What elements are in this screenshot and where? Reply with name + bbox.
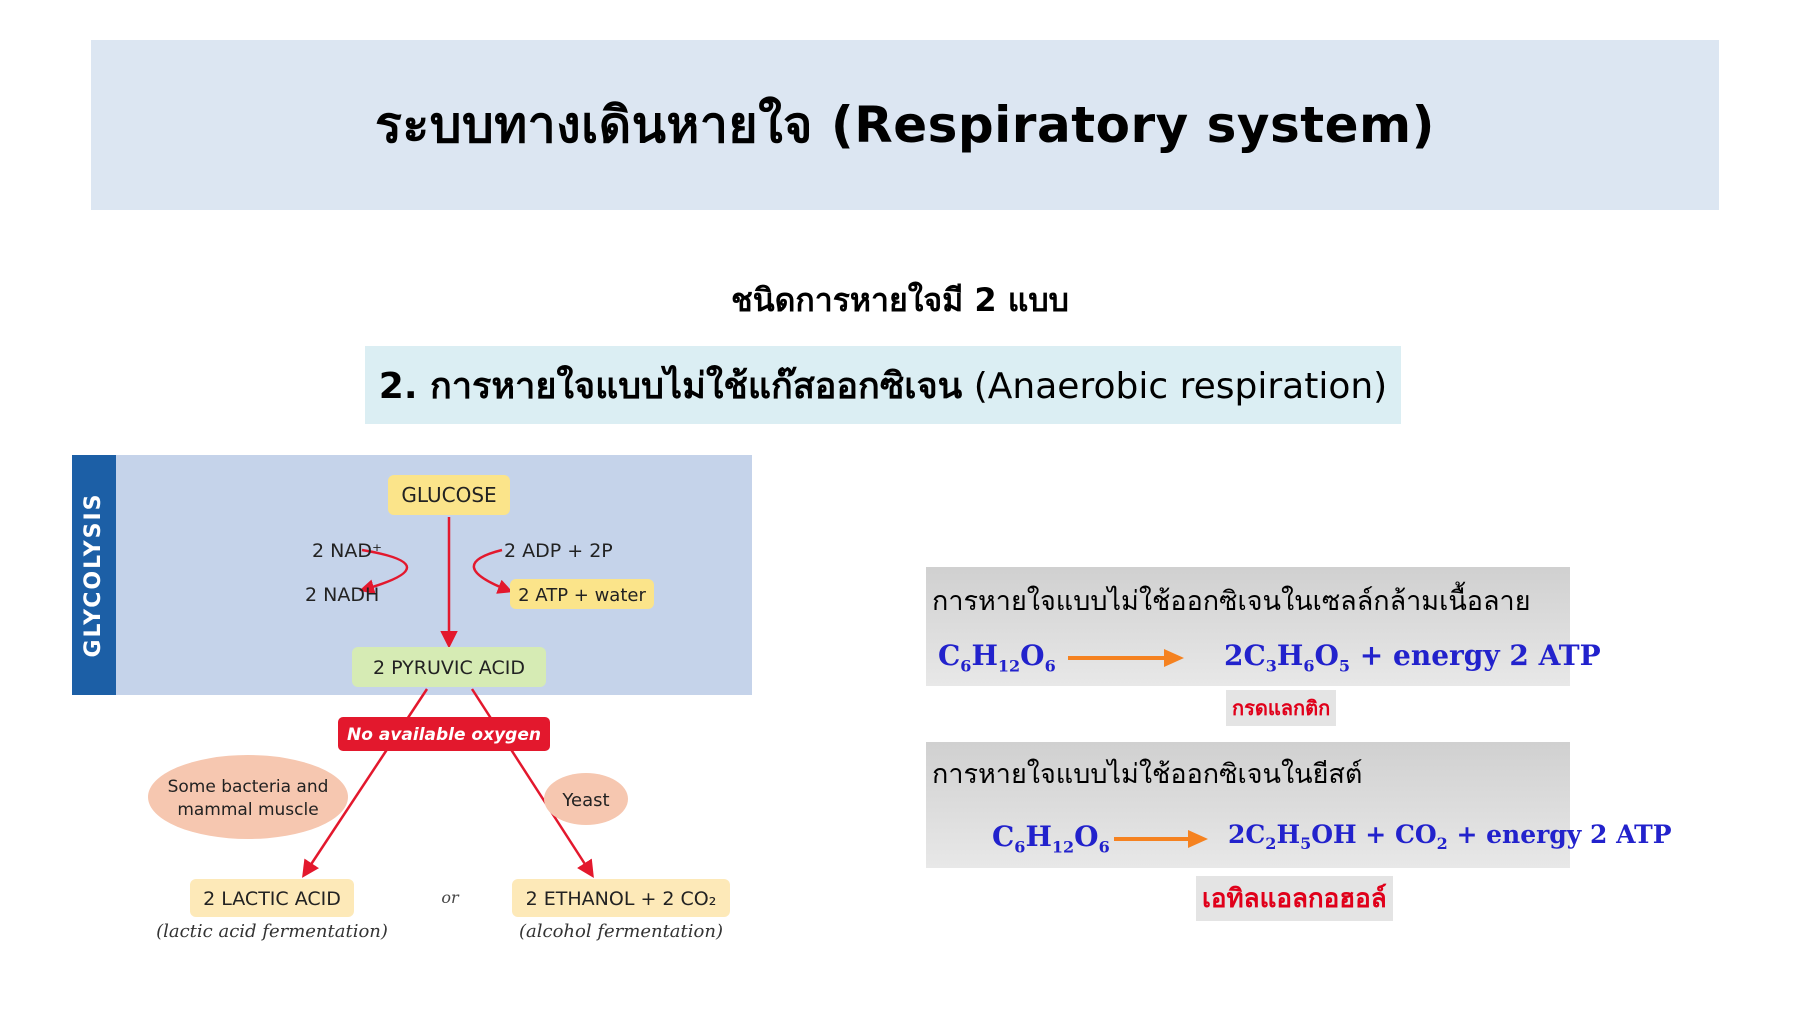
bacteria-label-line2: mammal muscle [177,800,318,820]
no-oxygen-label: No available oxygen [347,725,541,745]
ethanol-label-thai: เอทิลแอลกอฮอล์ [1196,876,1393,921]
lactic-box [190,879,354,917]
yeast-product: 2C2H5OH + CO2 + energy 2 ATP [1228,820,1672,853]
title-banner: ระบบทางเดินหายใจ (Respiratory system) [91,40,1719,210]
pyruvic-box [352,647,546,687]
glycolysis-diagram: GLYCOLYSIS GLUCOSE 2 NAD⁺ 2 NADH 2 ADP +… [72,455,752,942]
section-banner: 2. การหายใจแบบไม่ใช้แก๊สออกซิเจน (Anaero… [365,346,1401,424]
yeast-equation-heading: การหายใจแบบไม่ใช้ออกซิเจนในยีสต์ [932,759,1363,790]
muscle-reaction-arrow [1068,649,1184,667]
yeast-reactant: C6H12O6 [992,820,1110,857]
ethanol-box [512,879,730,917]
section-title-english: (Anaerobic respiration) [973,365,1388,407]
subtitle: ชนิดการหายใจมี 2 แบบ [731,281,1069,319]
bacteria-label-line1: Some bacteria and [168,777,329,797]
nadh-label: 2 NADH [305,584,379,606]
section-title-thai: 2. การหายใจแบบไม่ใช้แก๊สออกซิเจน [378,365,963,407]
yeast-equation-panel: การหายใจแบบไม่ใช้ออกซิเจนในยีสต์ C6H12O6… [926,742,1672,868]
adp-curve-arrow [472,548,513,594]
bacteria-ellipse [148,755,348,839]
section-title: 2. การหายใจแบบไม่ใช้แก๊สออกซิเจน (Anaero… [379,357,1387,414]
atp-box [510,579,654,609]
muscle-product: 2C3H6O5 + energy 2 ATP [1224,639,1601,676]
muscle-equation-heading: การหายใจแบบไม่ใช้ออกซิเจนในเซลล์กล้ามเนื… [932,586,1531,617]
no-oxygen-box [338,717,550,751]
yeast-ellipse [544,773,628,825]
ethanol-sub-label: (alcohol fermentation) [519,921,723,942]
muscle-equation-panel: การหายใจแบบไม่ใช้ออกซิเจนในเซลล์กล้ามเนื… [926,567,1601,686]
nad-curve-arrow [359,548,409,595]
glucose-box [388,475,510,515]
glucose-label: GLUCOSE [401,483,496,507]
lactic-sub-label: (lactic acid fermentation) [156,921,388,942]
atp-label: 2 ATP + water [518,585,646,606]
ethanol-label: 2 ETHANOL + 2 CO₂ [526,888,717,910]
glycolysis-side-bar [72,455,116,695]
or-label: or [441,888,460,907]
adp-label: 2 ADP + 2P [504,540,613,562]
pyruvic-label: 2 PYRUVIC ACID [373,657,525,679]
lactic-label: 2 LACTIC ACID [203,888,341,910]
muscle-reactant: C6H12O6 [938,639,1056,676]
yeast-reaction-arrow [1114,830,1208,848]
glycolysis-label: GLYCOLYSIS [81,492,106,657]
lactic-acid-label: กรดแลกติก [1226,690,1337,726]
nad-plus-label: 2 NAD⁺ [312,540,382,562]
page-title: ระบบทางเดินหายใจ (Respiratory system) [375,95,1435,154]
yeast-label: Yeast [561,790,609,811]
